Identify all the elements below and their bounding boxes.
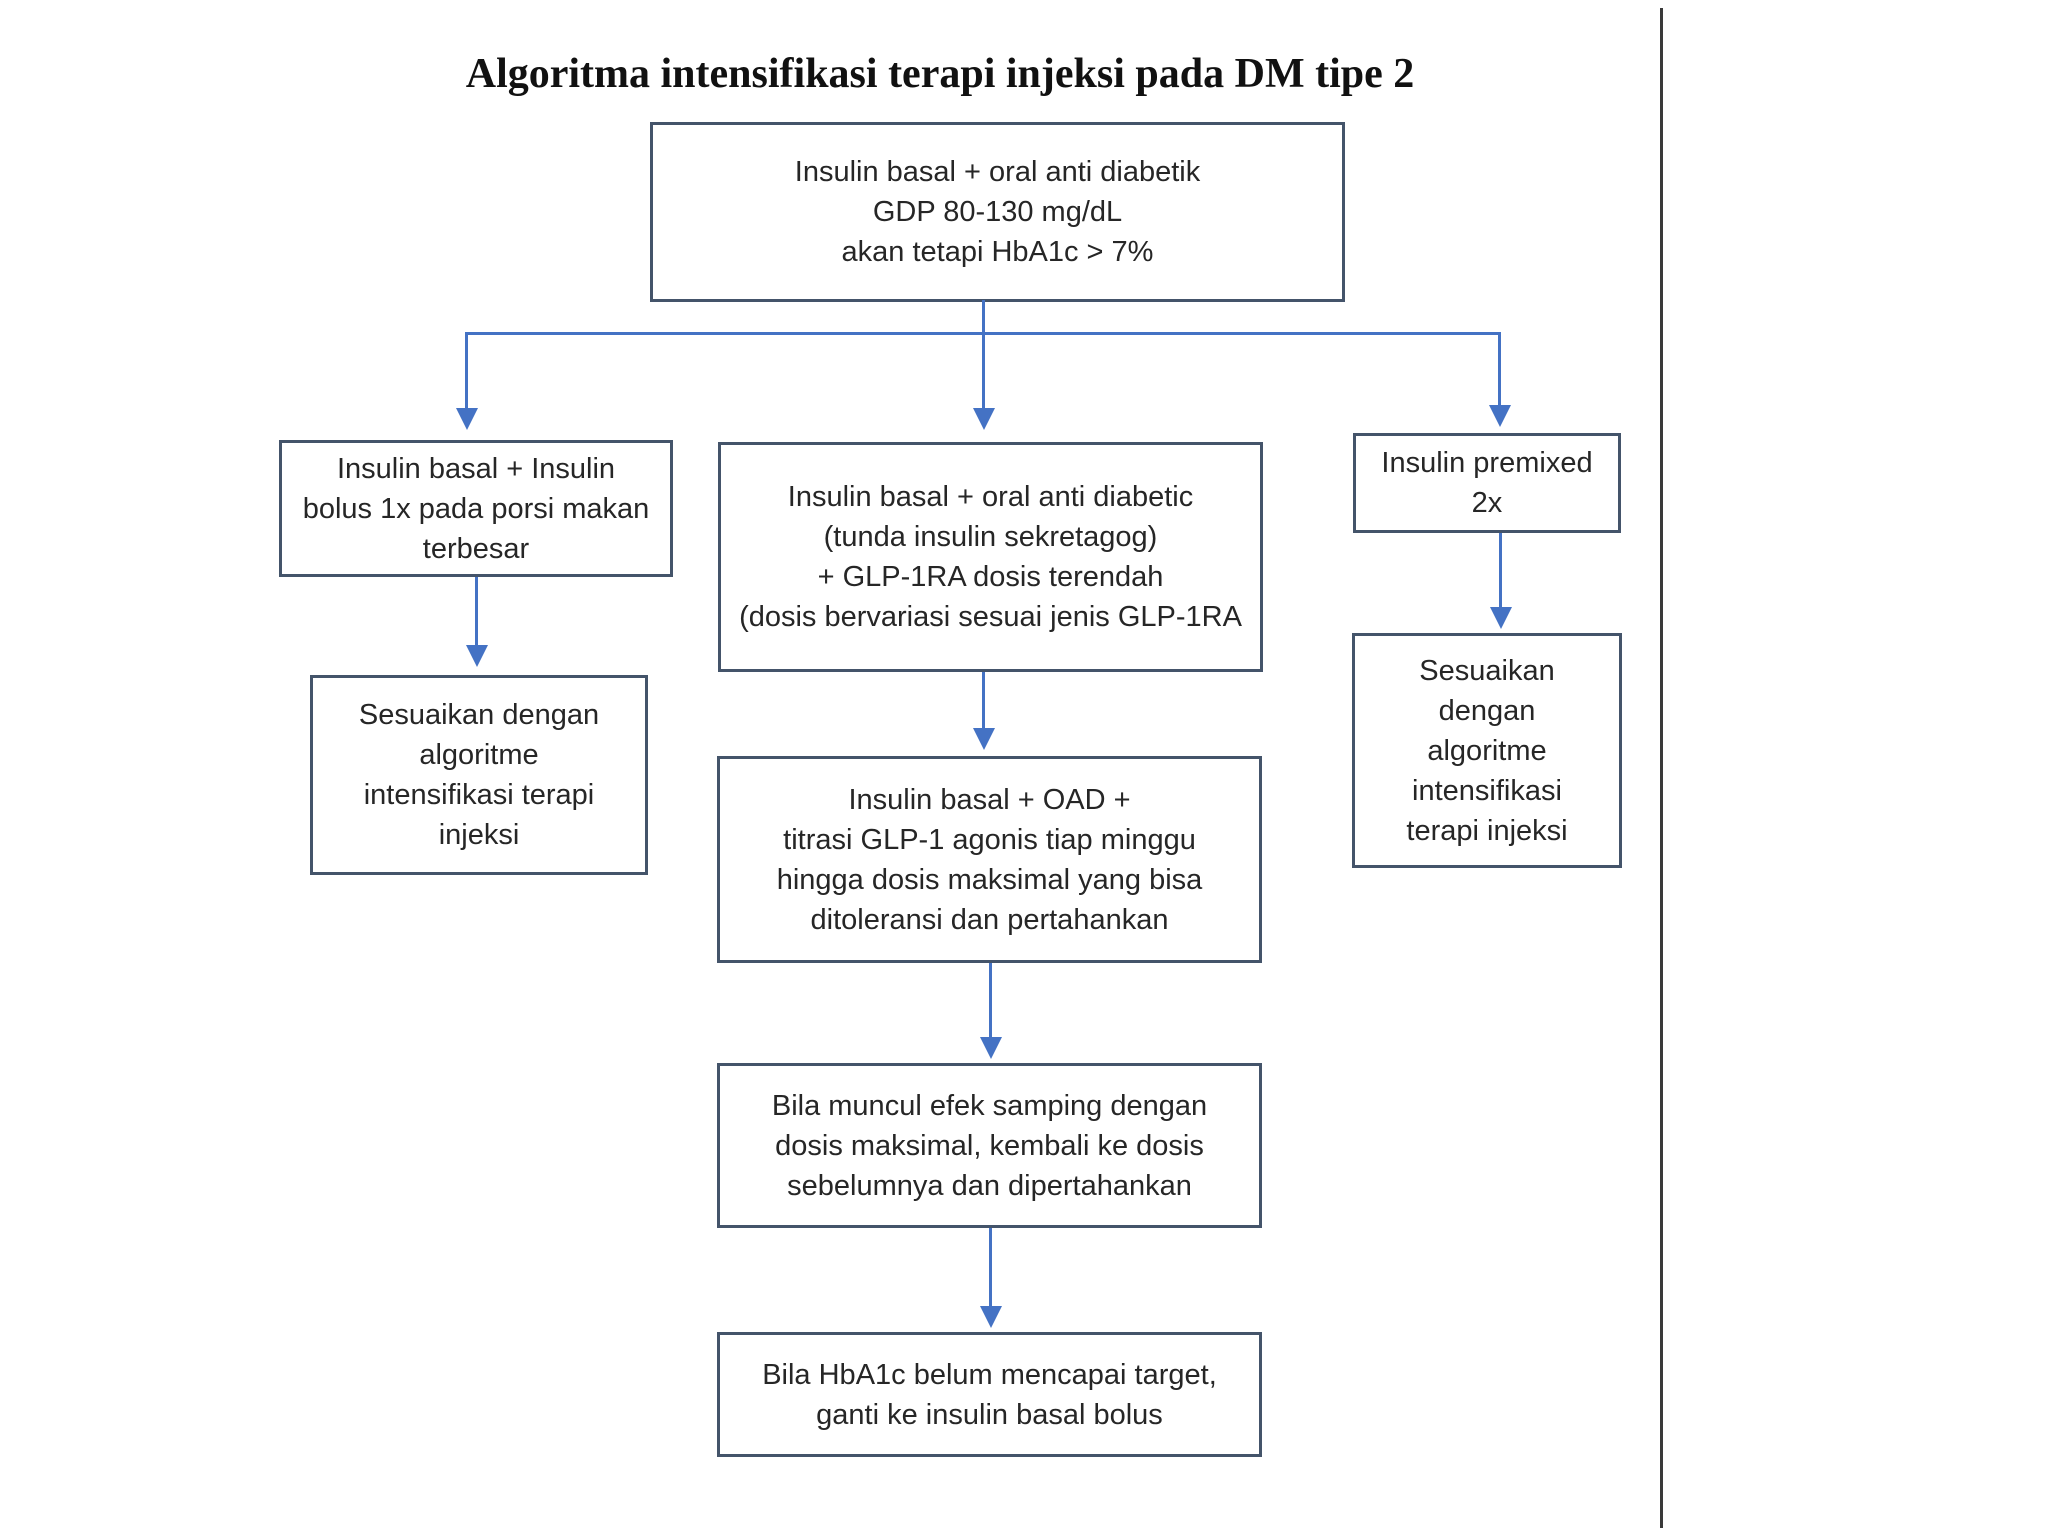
arrow-down-icon xyxy=(980,1306,1002,1328)
arrow-down-icon xyxy=(1489,405,1511,427)
node-mid-efek-samping: Bila muncul efek samping dengan dosis ma… xyxy=(717,1063,1262,1228)
arrow-down-icon xyxy=(980,1037,1002,1059)
node-mid-ganti-basal-bolus: Bila HbA1c belum mencapai target, ganti … xyxy=(717,1332,1262,1457)
node-left-insulin-bolus-1x: Insulin basal + Insulin bolus 1x pada po… xyxy=(279,440,673,577)
connector-branch-span-line xyxy=(465,332,1501,335)
node-root-insulin-basal-oad: Insulin basal + oral anti diabetik GDP 8… xyxy=(650,122,1345,302)
arrow-down-icon xyxy=(1490,607,1512,629)
node-right-insulin-premixed-2x: Insulin premixed 2x xyxy=(1353,433,1621,533)
connector-mid3-to-mid4-line xyxy=(989,1228,992,1308)
connector-left1-to-left2-line xyxy=(475,577,478,647)
arrow-down-icon xyxy=(456,408,478,430)
node-mid-glp1ra-dosis-terendah: Insulin basal + oral anti diabetic (tund… xyxy=(718,442,1263,672)
connector-root-to-left1-line xyxy=(465,332,468,410)
connector-mid1-to-mid2-line xyxy=(982,672,985,730)
arrow-down-icon xyxy=(973,408,995,430)
connector-root-stub-line xyxy=(982,300,985,335)
diagram-title: Algoritma intensifikasi terapi injeksi p… xyxy=(465,51,1415,97)
connector-root-to-mid1-line xyxy=(982,335,985,410)
connector-right1-to-right2-line xyxy=(1499,533,1502,609)
node-mid-titrasi-glp1-agonis: Insulin basal + OAD + titrasi GLP-1 agon… xyxy=(717,756,1262,963)
connector-root-to-right1-line xyxy=(1498,332,1501,407)
arrow-down-icon xyxy=(973,728,995,750)
arrow-down-icon xyxy=(466,645,488,667)
node-left-sesuaikan-algoritme: Sesuaikan dengan algoritme intensifikasi… xyxy=(310,675,648,875)
page-divider-line xyxy=(1660,8,1663,1528)
node-right-sesuaikan-algoritme: Sesuaikan dengan algoritme intensifikasi… xyxy=(1352,633,1622,868)
connector-mid2-to-mid3-line xyxy=(989,963,992,1039)
